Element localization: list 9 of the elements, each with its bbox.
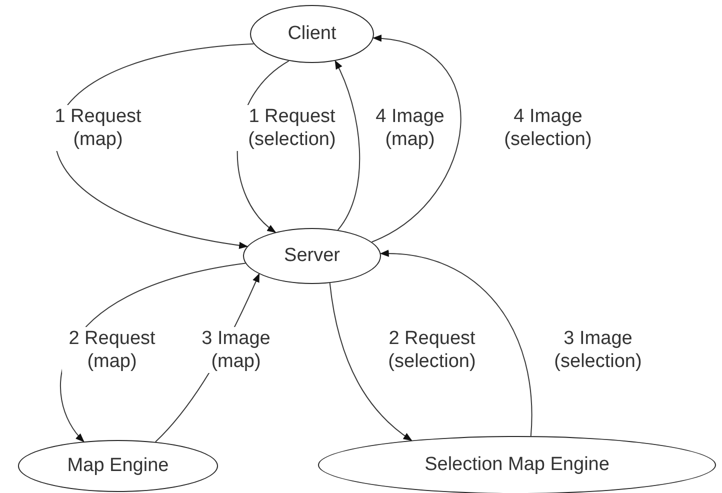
curved-arrow xyxy=(329,282,412,441)
curved-arrow xyxy=(334,60,360,231)
node-label: Selection Map Engine xyxy=(424,454,610,476)
node-label: Map Engine xyxy=(67,455,169,477)
node-label: Client xyxy=(288,23,336,45)
curved-arrow xyxy=(380,250,532,437)
node-label: Server xyxy=(284,245,340,267)
curved-arrow xyxy=(371,35,462,242)
curved-arrow xyxy=(54,43,254,249)
